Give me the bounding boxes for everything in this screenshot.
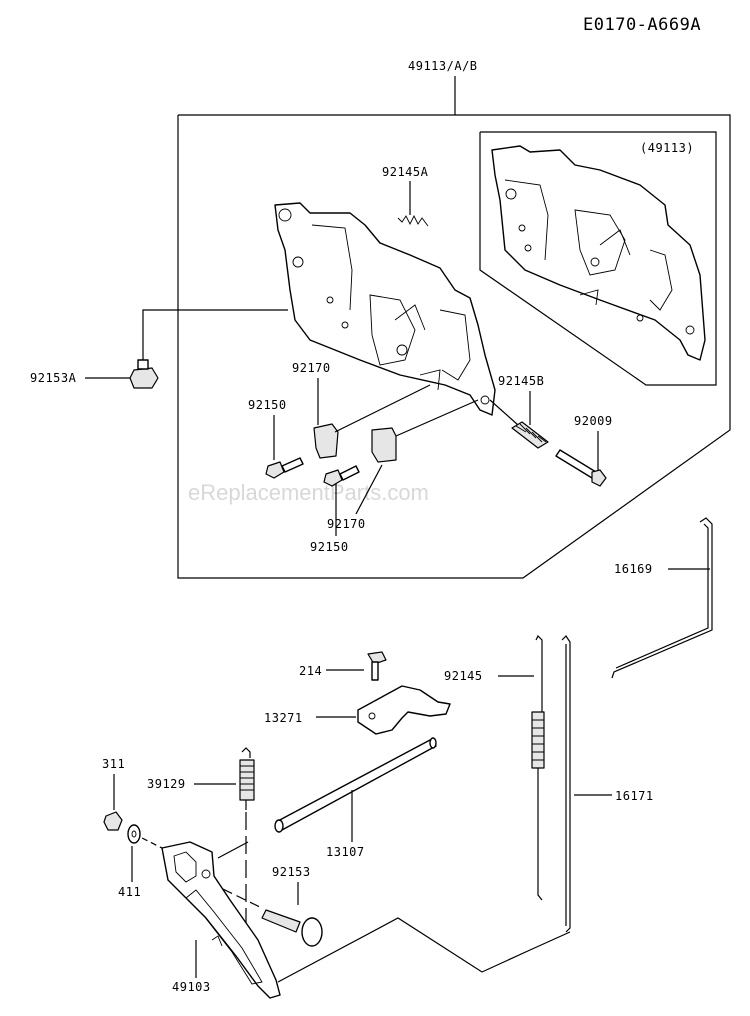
leader-92170-b bbox=[355, 464, 383, 515]
spring-92145A bbox=[397, 214, 429, 227]
rod-16169-edge bbox=[615, 523, 709, 669]
label-39129: 39129 bbox=[147, 777, 186, 791]
label-49103: 49103 bbox=[172, 980, 211, 994]
label-92150-b: 92150 bbox=[310, 540, 349, 554]
lever-49103 bbox=[161, 841, 281, 999]
rod-16169 bbox=[611, 517, 713, 679]
spring-39129 bbox=[239, 747, 255, 810]
label-13271: 13271 bbox=[264, 711, 303, 725]
clamp-92170-a bbox=[313, 423, 339, 459]
lever-link-line bbox=[217, 841, 249, 859]
rod-16171 bbox=[561, 635, 571, 933]
shaft-13107 bbox=[274, 737, 437, 833]
label-16169: 16169 bbox=[614, 562, 653, 576]
label-inset: (49113) bbox=[640, 141, 694, 155]
assembly-frame bbox=[177, 114, 731, 579]
subassembly-frame bbox=[277, 917, 571, 983]
bolt-92153-axis bbox=[195, 875, 263, 909]
label-411: 411 bbox=[118, 885, 141, 899]
label-92170-b: 92170 bbox=[327, 517, 366, 531]
plate-13271 bbox=[357, 685, 451, 735]
diagram-code: E0170-A669A bbox=[583, 15, 701, 35]
label-311: 311 bbox=[102, 757, 125, 771]
screw-92150-b bbox=[323, 465, 360, 487]
inset-governor-bracket bbox=[491, 145, 706, 361]
label-92153A: 92153A bbox=[30, 371, 77, 385]
screw-214 bbox=[367, 651, 387, 681]
label-92170-a: 92170 bbox=[292, 361, 331, 375]
label-92145: 92145 bbox=[444, 669, 483, 683]
nut-311 bbox=[103, 811, 123, 831]
label-92145A: 92145A bbox=[382, 165, 429, 179]
screw-92009 bbox=[555, 449, 607, 487]
screw-92150-a bbox=[265, 457, 304, 479]
leader-92145B-link bbox=[489, 399, 519, 426]
label-92153: 92153 bbox=[272, 865, 311, 879]
label-assembly: 49113/A/B bbox=[408, 59, 478, 73]
leader-92170-b-link bbox=[395, 399, 479, 437]
washer-411 bbox=[127, 824, 141, 844]
label-92145B: 92145B bbox=[498, 374, 544, 388]
washer-411-axis bbox=[141, 837, 171, 853]
inset-frame bbox=[479, 131, 717, 386]
label-16171: 16171 bbox=[615, 789, 654, 803]
bolt-92153A bbox=[129, 359, 159, 389]
leader-92153A-link bbox=[142, 309, 288, 368]
washer-411-hole bbox=[131, 830, 137, 838]
spring-92145 bbox=[531, 634, 545, 901]
spring-92145B bbox=[511, 421, 549, 449]
spring-92145B-coils bbox=[515, 423, 547, 443]
label-92150-a: 92150 bbox=[248, 398, 287, 412]
label-92009: 92009 bbox=[574, 414, 613, 428]
leader-92170-a-link bbox=[334, 384, 431, 433]
label-13107: 13107 bbox=[326, 845, 365, 859]
bolt-92153 bbox=[261, 909, 323, 947]
watermark: eReplacementParts.com bbox=[188, 480, 429, 505]
plate-13271-hole bbox=[368, 712, 376, 720]
clamp-92170-b bbox=[371, 427, 397, 463]
label-214: 214 bbox=[299, 664, 322, 678]
governor-bracket bbox=[274, 202, 496, 416]
